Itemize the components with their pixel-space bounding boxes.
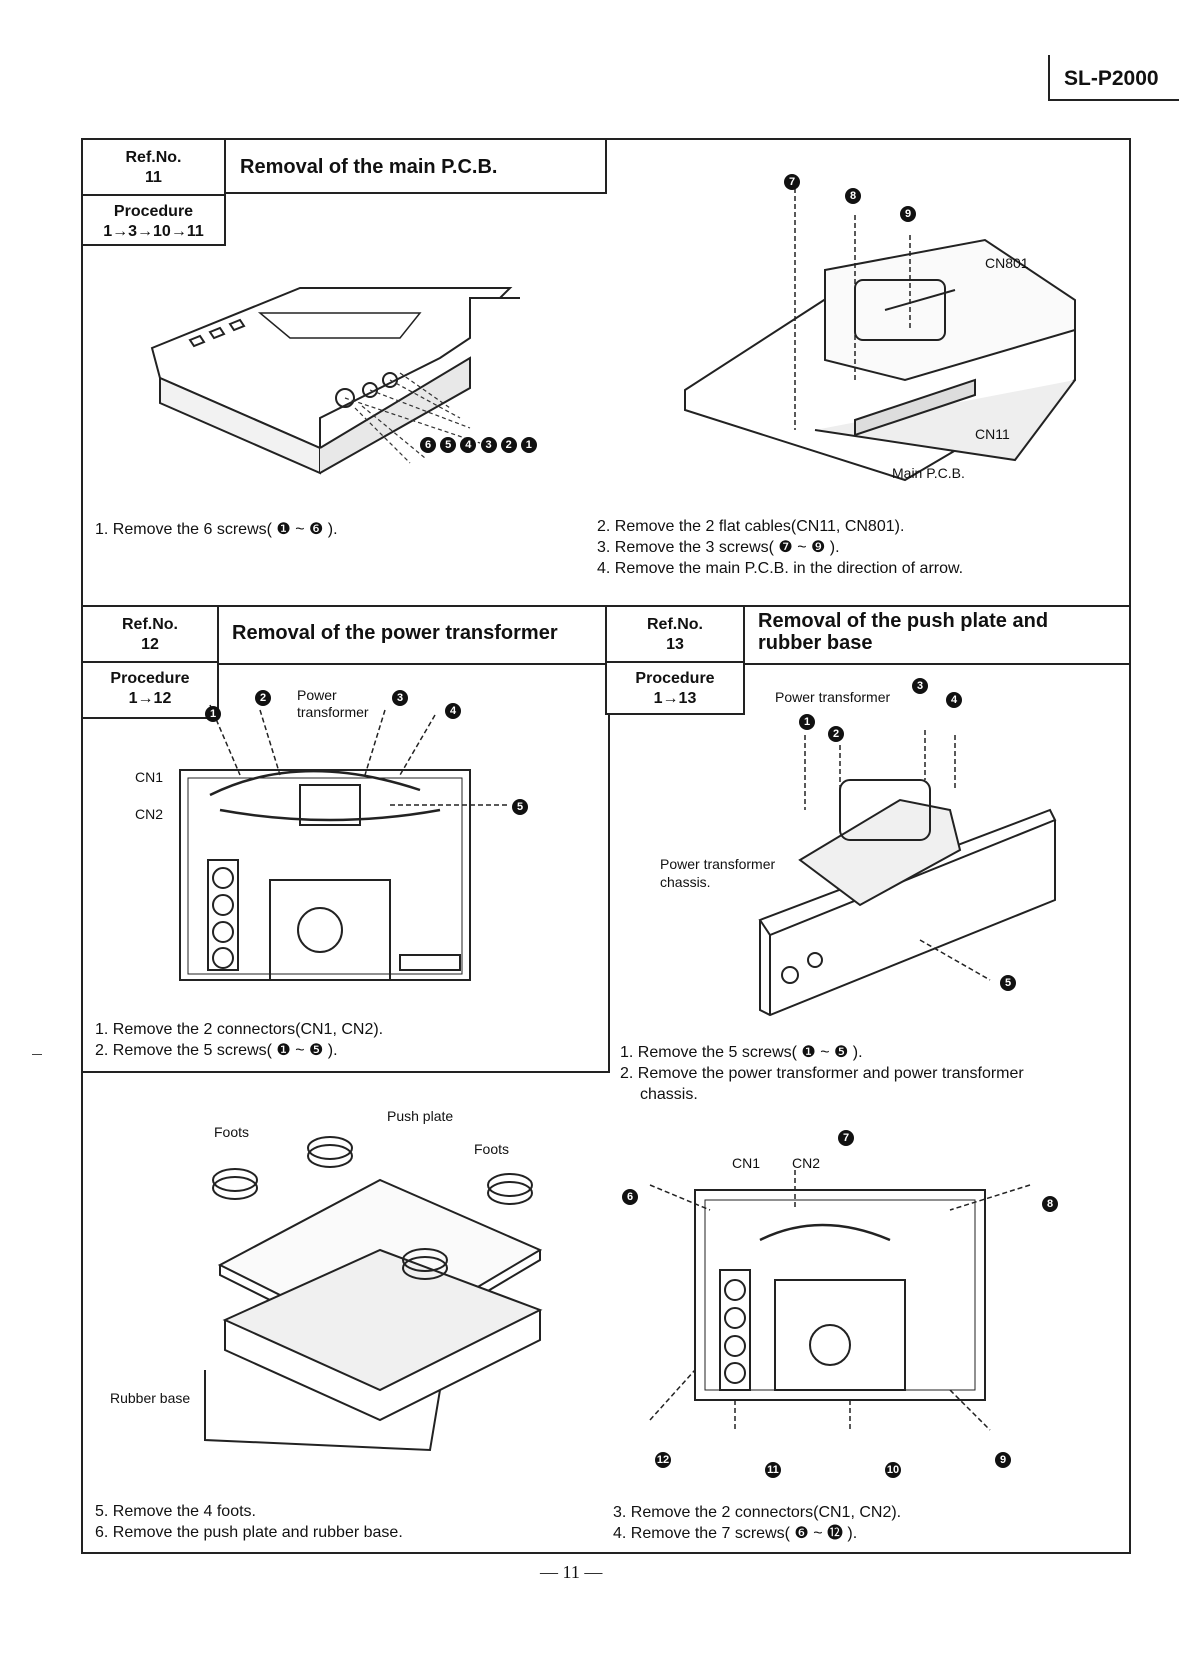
steps-11-right: 2. Remove the 2 flat cables(CN11, CN801)… [597, 516, 963, 579]
screw-marker-5: 5 [1000, 973, 1016, 991]
foots-label-left: Foots [214, 1124, 250, 1140]
step-text: 5. Remove the 4 foots. [95, 1503, 256, 1520]
title-box-11: Removal of the main P.C.B. [224, 138, 607, 194]
ref-number: 12 [141, 636, 159, 653]
model-number: SL-P2000 [1064, 67, 1159, 90]
screw-marker-3: 3 [912, 676, 928, 694]
cn2-label: CN2 [792, 1155, 821, 1171]
page-number: — 11 — [540, 1562, 603, 1582]
screw-marker-2: 2 [828, 724, 844, 742]
procedure-label: Procedure [113, 203, 194, 220]
row-divider-2 [81, 1071, 610, 1073]
step-text: 1. Remove the 6 screws( ❶ ~ ❻ ). [95, 521, 338, 538]
step-text: 2. Remove the 2 flat cables(CN11, CN801)… [597, 518, 905, 535]
steps-12: 1. Remove the 2 connectors(CN1, CN2). 2.… [95, 1019, 383, 1061]
procedure-sequence: 1→13 [653, 690, 697, 707]
foots-label-right: Foots [474, 1141, 510, 1157]
ref-box-12: Ref.No. 12 [81, 605, 219, 663]
screw-marker-6: 6 [622, 1187, 638, 1205]
section-title-line1: Removal of the push plate and [758, 610, 1049, 632]
screw-marker-9: 9 [995, 1450, 1011, 1468]
screw-marker-7: 7 [784, 172, 800, 190]
screw-marker-8: 8 [845, 186, 861, 204]
screw-marker-1: 1 [205, 704, 221, 722]
chassis-label-line2: chassis. [660, 874, 711, 890]
screw-marker-3: 3 [392, 688, 408, 706]
procedure-sequence: 1→12 [128, 690, 172, 707]
main-pcb-label: Main P.C.B. [892, 465, 965, 481]
step-text: 6. Remove the push plate and rubber base… [95, 1524, 403, 1541]
step-text: 3. Remove the 2 connectors(CN1, CN2). [613, 1504, 902, 1521]
ref-number: 13 [666, 636, 684, 653]
screw-marker-10: 10 [885, 1462, 901, 1478]
cn11-label: CN11 [975, 426, 1010, 442]
procedure-box-11: Procedure 1→3→10→11 [81, 194, 226, 246]
ref-label: Ref.No. [122, 616, 178, 633]
section-title: Removal of the push plate and rubber bas… [758, 610, 1048, 654]
screw-marker-7: 7 [838, 1128, 854, 1146]
procedure-sequence: 1→3→10→11 [103, 223, 204, 240]
screw-marker-12: 12 [655, 1452, 671, 1468]
screw-marker-11: 11 [765, 1460, 781, 1478]
push-plate-rubber-base-illustration [204, 1136, 543, 1452]
power-transformer-label: Power transformer [775, 689, 891, 705]
screw-markers-1-6: 6 5 4 3 2 1 [420, 436, 537, 453]
step-text: 2. Remove the power transformer and powe… [620, 1065, 1024, 1082]
ref-box-13: Ref.No. 13 [605, 605, 745, 663]
section-title: Removal of the power transformer [232, 622, 558, 644]
push-plate-label: Push plate [387, 1108, 454, 1124]
step-text: 1. Remove the 2 connectors(CN1, CN2). [95, 1021, 384, 1038]
step-text: 4. Remove the main P.C.B. in the directi… [597, 560, 964, 577]
steps-13-right: 3. Remove the 2 connectors(CN1, CN2). 4.… [613, 1502, 901, 1544]
step-text: 4. Remove the 7 screws( ❻ ~ ⓬ ). [613, 1525, 858, 1542]
procedure-label: Procedure [635, 670, 715, 687]
screw-marker-4: 4 [946, 690, 962, 708]
cn1-label: CN1 [135, 769, 164, 785]
procedure-label: Procedure [110, 670, 190, 687]
power-label: Power [297, 687, 337, 703]
steps-13: 1. Remove the 5 screws( ❶ ~ ❺ ). 2. Remo… [620, 1042, 1024, 1105]
procedure-box-13: Procedure 1→13 [605, 661, 745, 715]
steps-11-left: 1. Remove the 6 screws( ❶ ~ ❻ ). [95, 519, 338, 540]
screw-marker-8: 8 [1042, 1194, 1058, 1212]
cn2-label: CN2 [135, 806, 164, 822]
ref-box-11: Ref.No. 11 [81, 138, 226, 196]
ref-label: Ref.No. [647, 616, 703, 633]
cn801-label: CN801 [985, 255, 1029, 271]
rubber-base-label: Rubber base [110, 1390, 191, 1406]
screw-marker-4: 4 [445, 701, 461, 719]
power-transformer-top-view-illustration [179, 704, 510, 981]
screw-marker-9: 9 [900, 204, 916, 222]
bottom-view-connectors-illustration [649, 1170, 1031, 1431]
procedure-box-12: Procedure 1→12 [81, 661, 219, 719]
screw-marker-5: 5 [512, 797, 528, 815]
ref-number: 11 [145, 169, 162, 186]
power-transformer-chassis-illustration [758, 730, 1057, 1017]
step-text: chassis. [640, 1086, 698, 1103]
steps-13-left: 5. Remove the 4 foots. 6. Remove the pus… [95, 1501, 403, 1543]
cn1-label: CN1 [732, 1155, 761, 1171]
screw-marker-1: 1 [799, 712, 815, 730]
col-divider-mid [608, 663, 610, 1071]
section-title: Removal of the main P.C.B. [240, 156, 498, 178]
step-text: 2. Remove the 5 screws( ❶ ~ ❺ ). [95, 1042, 338, 1059]
step-text: 1. Remove the 5 screws( ❶ ~ ❺ ). [620, 1044, 863, 1061]
screw-marker-2: 2 [255, 688, 271, 706]
main-pcb-chassis-illustration [684, 180, 1076, 482]
section-title-line2: rubber base [758, 632, 873, 654]
chassis-label-line1: Power transformer [660, 856, 776, 872]
margin-mark [32, 1054, 42, 1055]
model-tag: SL-P2000 [1048, 55, 1179, 101]
transformer-label: transformer [297, 704, 369, 720]
main-pcb-rear-panel-illustration [150, 287, 520, 475]
ref-label: Ref.No. [125, 149, 182, 166]
step-text: 3. Remove the 3 screws( ❼ ~ ❾ ). [597, 539, 840, 556]
